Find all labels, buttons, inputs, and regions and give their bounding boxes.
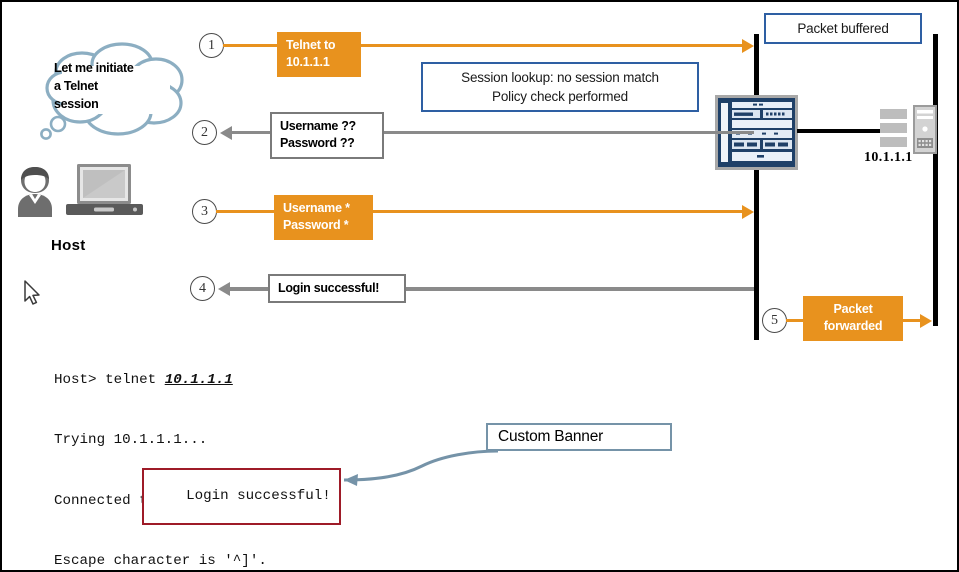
step-number-1: 1 <box>208 37 215 53</box>
step-marker-4: 4 <box>190 276 215 301</box>
thought-bubble-text: Let me initiate a Telnet session <box>54 59 166 113</box>
step-5-arrowhead <box>920 313 932 328</box>
callout-custom-banner-text: Custom Banner <box>498 428 604 445</box>
step-3-arrowhead <box>742 204 754 219</box>
callout-session-lookup: Session lookup: no session match Policy … <box>421 62 699 113</box>
step-1-line-left <box>223 43 277 47</box>
step-3-line-1: Username * <box>283 201 350 215</box>
step-number-2: 2 <box>201 124 208 140</box>
laptop-icon <box>66 164 143 215</box>
step-1-arrowhead <box>742 38 754 53</box>
terminal-prompt-target: 10.1.1.1 <box>164 372 233 389</box>
step-marker-1: 1 <box>199 33 224 58</box>
step-5-line-right <box>903 318 921 322</box>
step-4-line-right <box>406 287 754 291</box>
thought-line-2: a Telnet <box>54 79 98 94</box>
step-1-line-right <box>361 43 743 47</box>
step-2-line-right <box>384 130 754 135</box>
session-lookup-line-2: Policy check performed <box>492 89 628 105</box>
step-5-line-left <box>786 318 804 322</box>
session-lookup-line-1: Session lookup: no session match <box>461 70 659 85</box>
terminal-prompt: Host> telnet <box>54 372 165 389</box>
callout-packet-buffered-text: Packet buffered <box>797 21 889 36</box>
step-3-message-box: Username * Password * <box>274 195 373 240</box>
step-5-line-1: Packet <box>833 302 873 316</box>
thought-line-1: Let me initiate <box>54 61 134 75</box>
step-number-4: 4 <box>199 280 206 296</box>
step-2-arrowhead <box>220 125 232 140</box>
server-icon <box>880 105 937 154</box>
step-2-message-box: Username ?? Password ?? <box>270 112 384 159</box>
step-marker-2: 2 <box>192 120 217 145</box>
step-2-line-2: Password ?? <box>280 136 355 151</box>
step-4-message-box: Login successful! <box>268 274 406 304</box>
callout-packet-buffered: Packet buffered <box>764 13 922 45</box>
step-1-line-2: 10.1.1.1 <box>286 55 330 70</box>
terminal-prompt-line: Host> telnet 10.1.1.1 <box>54 370 292 390</box>
step-4-line-1: Login successful! <box>278 281 380 295</box>
step-marker-5: 5 <box>762 308 787 333</box>
step-3-line-2: Password * <box>283 218 349 233</box>
terminal-custom-banner-text: Login successful! <box>186 488 331 504</box>
terminal-output: Host> telnet 10.1.1.1 Trying 10.1.1.1...… <box>54 330 292 570</box>
step-5-line-2: forwarded <box>823 319 883 334</box>
mouse-cursor-icon <box>24 280 40 305</box>
person-icon <box>18 167 52 217</box>
host-label: Host <box>51 237 86 254</box>
step-2-line-1: Username ?? <box>280 119 356 133</box>
terminal-line-3: Escape character is '^]'. <box>54 553 267 570</box>
step-marker-3: 3 <box>192 199 217 224</box>
firewall-lifeline <box>754 34 759 340</box>
step-number-3: 3 <box>201 203 208 219</box>
step-4-arrowhead <box>218 282 230 296</box>
terminal-custom-banner-box: Login successful! <box>142 468 341 525</box>
step-3-line-left <box>216 209 275 213</box>
step-3-line-right <box>373 209 743 213</box>
server-lifeline <box>933 34 938 326</box>
terminal-line-1: Trying 10.1.1.1... <box>54 432 208 449</box>
step-1-line-1: Telnet to <box>286 38 336 52</box>
callout-custom-banner: Custom Banner <box>486 423 672 451</box>
thought-bubble-icon <box>40 42 184 140</box>
thought-line-3: session <box>54 97 99 112</box>
step-number-5: 5 <box>771 312 778 328</box>
step-2-line-left <box>231 130 271 135</box>
step-1-message-box: Telnet to 10.1.1.1 <box>277 32 361 77</box>
server-ip-label: 10.1.1.1 <box>864 150 913 165</box>
step-5-message-box: Packet forwarded <box>803 296 903 341</box>
firewall-server-link <box>797 129 881 133</box>
step-4-line-left <box>229 287 269 291</box>
custom-banner-pointer-arrow <box>343 449 499 486</box>
